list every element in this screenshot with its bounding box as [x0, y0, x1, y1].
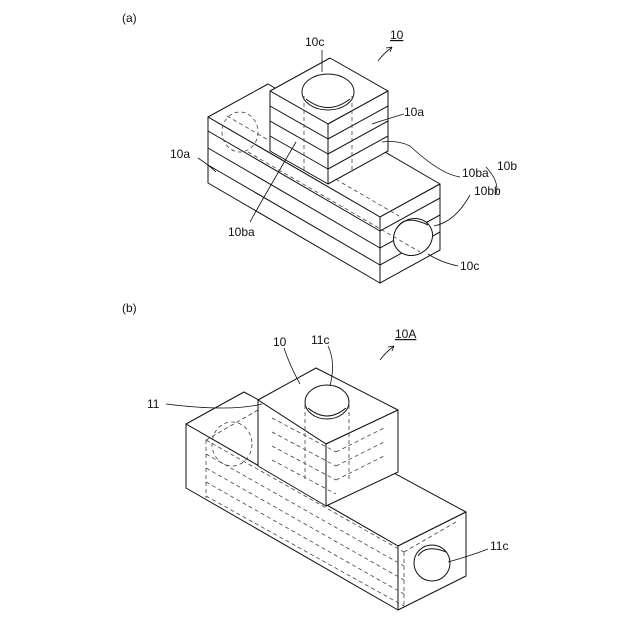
label-10c-top: 10c [305, 35, 324, 49]
ref-arrow-b [380, 346, 394, 360]
label-11c-bottom: 11c [490, 539, 508, 553]
figure-b-caption: (b) [122, 301, 137, 315]
label-11: 11 [147, 397, 160, 411]
leader-10c-bottom [428, 254, 458, 266]
top-hole-a [302, 74, 354, 110]
label-11c-top: 11c [311, 333, 329, 347]
label-10: 10 [273, 335, 287, 349]
top-hole-b [305, 385, 349, 419]
ref-arrow [378, 47, 392, 61]
figure-b-ref-number: 10A [395, 327, 416, 341]
label-10a-right: 10a [404, 105, 424, 119]
figure-a-caption: (a) [122, 11, 137, 25]
label-10a-left: 10a [170, 147, 190, 161]
label-10c-bottom: 10c [460, 259, 479, 273]
label-10ba-left: 10ba [228, 225, 255, 239]
label-10ba-right: 10ba [462, 166, 489, 180]
figure-a-ref-number: 10 [390, 28, 404, 42]
figure-b: (b) 10A [122, 301, 508, 610]
figure-a: (a) 10 [122, 11, 517, 283]
label-10bb: 10bb [474, 184, 501, 198]
label-10b: 10b [497, 159, 517, 173]
end-hole-b [414, 545, 450, 581]
